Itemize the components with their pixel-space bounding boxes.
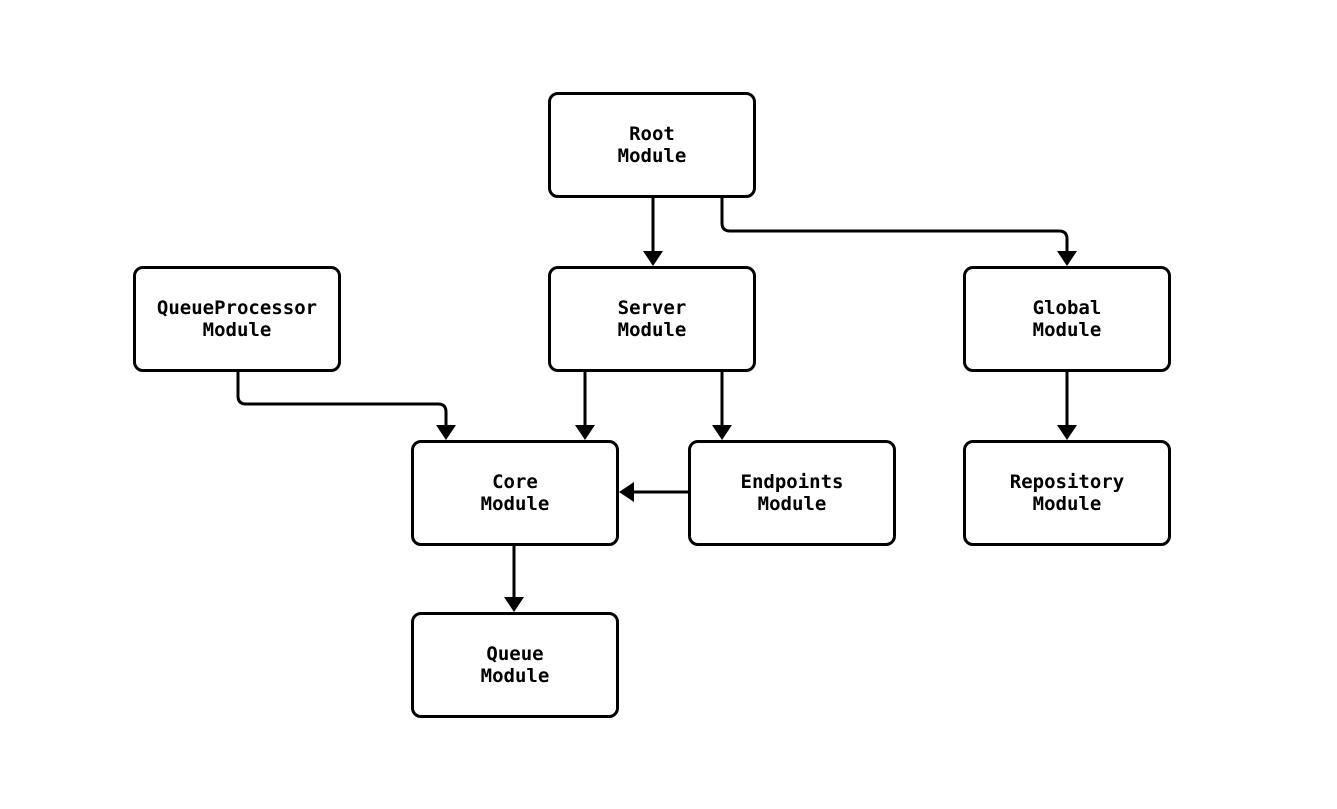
node-server-module: Server Module (548, 266, 756, 372)
edge-queueprocessor-to-core (236, 372, 456, 440)
node-endpoints-module: Endpoints Module (688, 440, 896, 546)
node-global-module: Global Module (963, 266, 1171, 372)
node-repository-module: Repository Module (963, 440, 1171, 546)
node-queueprocessor-module: QueueProcessor Module (133, 266, 341, 372)
node-queue-module: Queue Module (411, 612, 619, 718)
node-root-module: Root Module (548, 92, 756, 198)
edge-root-to-global (720, 198, 1077, 266)
node-core-module: Core Module (411, 440, 619, 546)
